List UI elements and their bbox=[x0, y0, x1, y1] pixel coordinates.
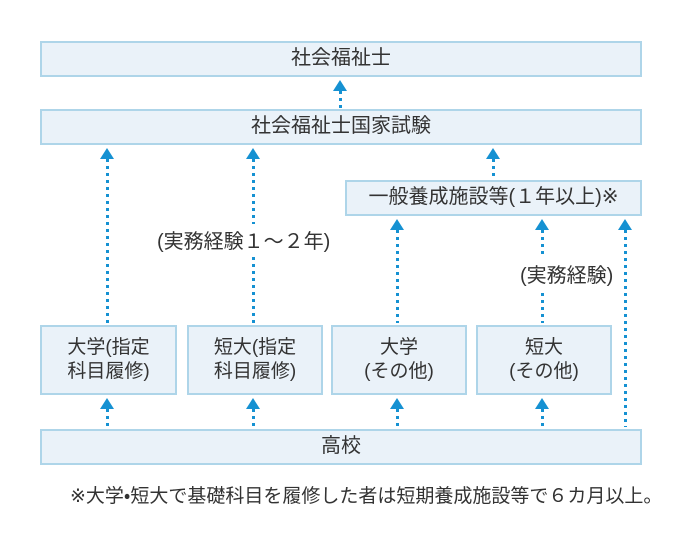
box-label: 社会福祉士 bbox=[291, 47, 391, 70]
footnote-basic-subjects-note: ※大学・短大で基礎科目を履修した者は短期養成施設等で６カ月以上。 bbox=[70, 486, 663, 507]
dotted-stem bbox=[395, 409, 399, 427]
arrow-up-icon bbox=[535, 219, 549, 230]
connector-highschool-to-training bbox=[618, 219, 632, 427]
dotted-stem bbox=[105, 409, 109, 427]
dotted-stem bbox=[338, 91, 342, 108]
box-general-training-facility: 一般養成施設等(１年以上)※ bbox=[345, 180, 642, 216]
box-junior-college-other: 短大 (その他) bbox=[476, 325, 612, 395]
connector-highschool-to-univ-other bbox=[390, 398, 404, 427]
connector-highschool-to-juco-designated bbox=[246, 398, 260, 427]
dotted-stem bbox=[251, 409, 255, 427]
box-label: 大学(指定 科目履修) bbox=[67, 336, 150, 382]
arrow-up-icon bbox=[246, 148, 260, 159]
dotted-stem bbox=[105, 159, 109, 323]
box-label: 高校 bbox=[321, 435, 361, 458]
arrow-up-icon bbox=[100, 148, 114, 159]
dotted-stem bbox=[491, 159, 495, 178]
connector-training-to-exam bbox=[486, 148, 500, 178]
box-label: 短大(指定 科目履修) bbox=[213, 336, 297, 382]
connector-highschool-to-univ-designated bbox=[100, 398, 114, 427]
box-label: 社会福祉士国家試験 bbox=[251, 115, 431, 138]
box-junior-college-designated-subjects: 短大(指定 科目履修) bbox=[187, 325, 323, 395]
arrow-up-icon bbox=[486, 148, 500, 159]
connector-univ-designated-to-exam bbox=[100, 148, 114, 323]
arrow-up-icon bbox=[390, 219, 404, 230]
dotted-stem bbox=[540, 409, 544, 427]
annotation-work-experience: (実務経験) bbox=[518, 258, 616, 289]
arrow-up-icon bbox=[246, 398, 260, 409]
box-university-other: 大学 (その他) bbox=[331, 325, 467, 395]
arrow-up-icon bbox=[535, 398, 549, 409]
box-high-school: 高校 bbox=[40, 429, 642, 465]
arrow-up-icon bbox=[333, 80, 347, 91]
annotation-work-experience-1-2-years: (実務経験１～２年) bbox=[155, 224, 333, 255]
arrow-up-icon bbox=[390, 398, 404, 409]
arrow-up-icon bbox=[618, 219, 632, 230]
box-label: 一般養成施設等(１年以上)※ bbox=[368, 186, 619, 209]
box-university-designated-subjects: 大学(指定 科目履修) bbox=[40, 325, 177, 395]
box-label: 短大 (その他) bbox=[509, 336, 579, 382]
connector-univ-other-to-training bbox=[390, 219, 404, 323]
arrow-up-icon bbox=[100, 398, 114, 409]
connector-exam-to-qualified bbox=[333, 80, 347, 108]
box-national-exam: 社会福祉士国家試験 bbox=[40, 109, 642, 145]
box-certified-social-worker: 社会福祉士 bbox=[40, 41, 642, 77]
connector-highschool-to-juco-other bbox=[535, 398, 549, 427]
dotted-stem bbox=[395, 230, 399, 323]
box-label: 大学 (その他) bbox=[364, 336, 434, 382]
dotted-stem bbox=[623, 230, 627, 427]
